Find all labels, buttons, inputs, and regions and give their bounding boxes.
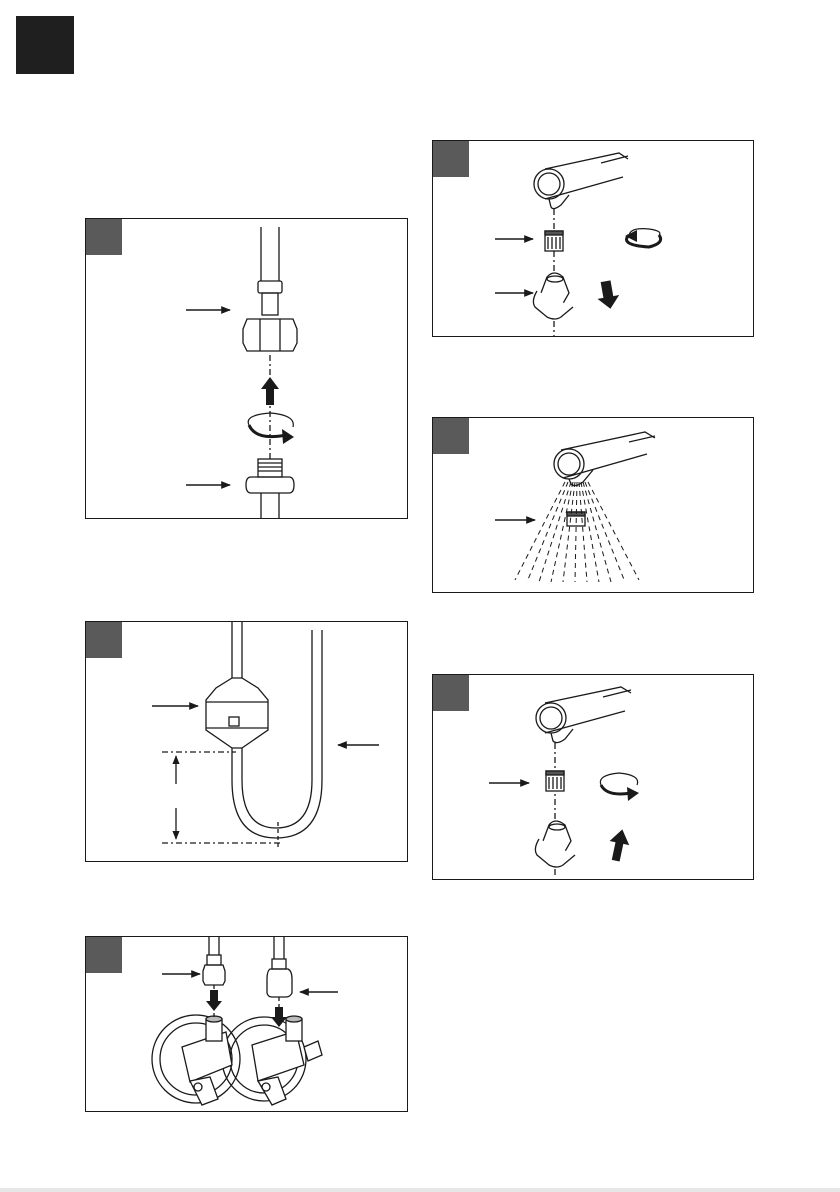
arrow-down-icon	[271, 1007, 287, 1027]
flush-spray-diagram	[433, 418, 754, 593]
section-tab	[16, 16, 74, 74]
arrow-down-icon	[206, 990, 222, 1011]
hose-nut-diagram	[86, 219, 408, 519]
arrow-up-icon	[261, 377, 279, 405]
step-panel-aerator-removal	[432, 140, 754, 337]
arrow-up-icon	[606, 827, 632, 862]
rotate-clockwise-icon	[627, 787, 639, 801]
aerator-install-diagram	[433, 675, 754, 880]
page-bottom-edge	[0, 1188, 840, 1192]
step-panel-angle-valve-connection	[85, 936, 408, 1112]
angle-valve-diagram	[86, 937, 408, 1112]
aerator-removal-diagram	[433, 141, 754, 337]
arrow-down-icon	[595, 279, 622, 310]
water-spray-icon	[515, 482, 639, 582]
step-panel-hose-weight-loop	[85, 621, 408, 862]
rotate-clockwise-icon	[282, 429, 294, 444]
step-panel-hose-nut-connection	[85, 218, 408, 519]
hose-weight-diagram	[86, 622, 408, 862]
step-panel-aerator-install	[432, 674, 754, 880]
step-panel-flush-spray	[432, 417, 754, 593]
